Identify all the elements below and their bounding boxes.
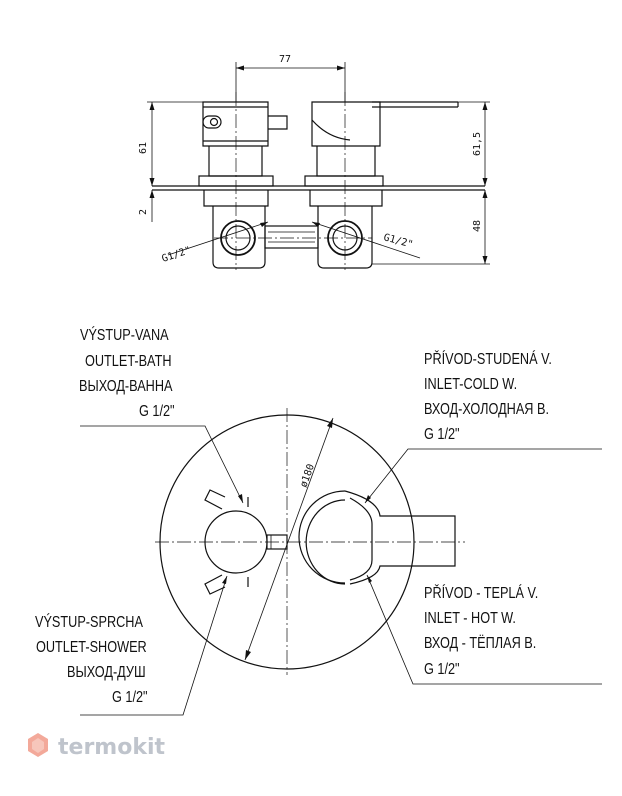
label-outlet-shower-thread: G 1/2" [112,689,148,706]
dim-diameter: ø180 [298,463,317,489]
label-inlet-hot: PŘÍVOD - TEPLÁ V. INLET - HOT W. ВХОД - … [424,584,538,679]
label-outlet-bath: VÝSTUP-VANA OUTLET-BATH ВЫХОД-ВАННА G 1/… [79,326,175,421]
dim-thread-left: G1/2" [161,245,193,265]
label-outlet-bath-thread: G 1/2" [139,403,175,420]
label-outlet-bath-en: OUTLET-BATH [85,353,172,370]
label-inlet-hot-ru: ВХОД - ТЁПЛАЯ В. [424,634,536,653]
label-inlet-cold-ru: ВХОД-ХОЛОДНАЯ В. [424,401,549,418]
mixer-lever-front [298,490,456,585]
dim-height-left: 61 [138,142,149,154]
dim-gap-left: 2 [138,209,149,215]
label-inlet-cold-en: INLET-COLD W. [424,376,517,393]
label-outlet-shower-cz: VÝSTUP-SPRCHA [35,613,143,632]
label-inlet-hot-en: INLET - HOT W. [424,610,516,627]
label-inlet-hot-cz: PŘÍVOD - TEPLÁ V. [424,584,538,603]
diverter-knob-side [198,92,288,270]
dim-width-top: 77 [279,54,291,65]
label-outlet-bath-cz: VÝSTUP-VANA [80,326,169,345]
label-outlet-bath-ru: ВЫХОД-ВАННА [79,378,173,395]
label-outlet-shower: VÝSTUP-SPRCHA OUTLET-SHOWER ВЫХОД-ДУШ G … [35,613,148,707]
dim-depth-right: 48 [472,220,483,232]
leader-lines [80,425,602,716]
watermark-text: termokit [58,735,165,760]
mixer-lever-side [304,92,459,270]
label-outlet-shower-en: OUTLET-SHOWER [36,639,147,656]
valve-body-side [203,190,383,269]
label-inlet-cold-cz: PŘÍVOD-STUDENÁ V. [424,350,552,369]
label-inlet-hot-thread: G 1/2" [424,661,460,678]
watermark: termokit [28,733,165,760]
diameter-dimension-line [244,417,334,661]
dim-thread-right: G1/2" [382,232,414,250]
side-view: 77 61 2 61,5 48 G1/2" G1/2" [138,54,490,270]
front-view: ø180 VÝSTUP-VANA OUTLET-BATH ВЫХОД-ВАННА… [35,326,602,716]
label-outlet-shower-ru: ВЫХОД-ДУШ [67,664,146,681]
diverter-handle-front [204,489,288,595]
label-inlet-cold-thread: G 1/2" [424,426,460,443]
dimension-lines-side [147,62,490,265]
dim-height-right: 61,5 [472,132,483,156]
label-inlet-cold: PŘÍVOD-STUDENÁ V. INLET-COLD W. ВХОД-ХОЛ… [424,350,552,444]
